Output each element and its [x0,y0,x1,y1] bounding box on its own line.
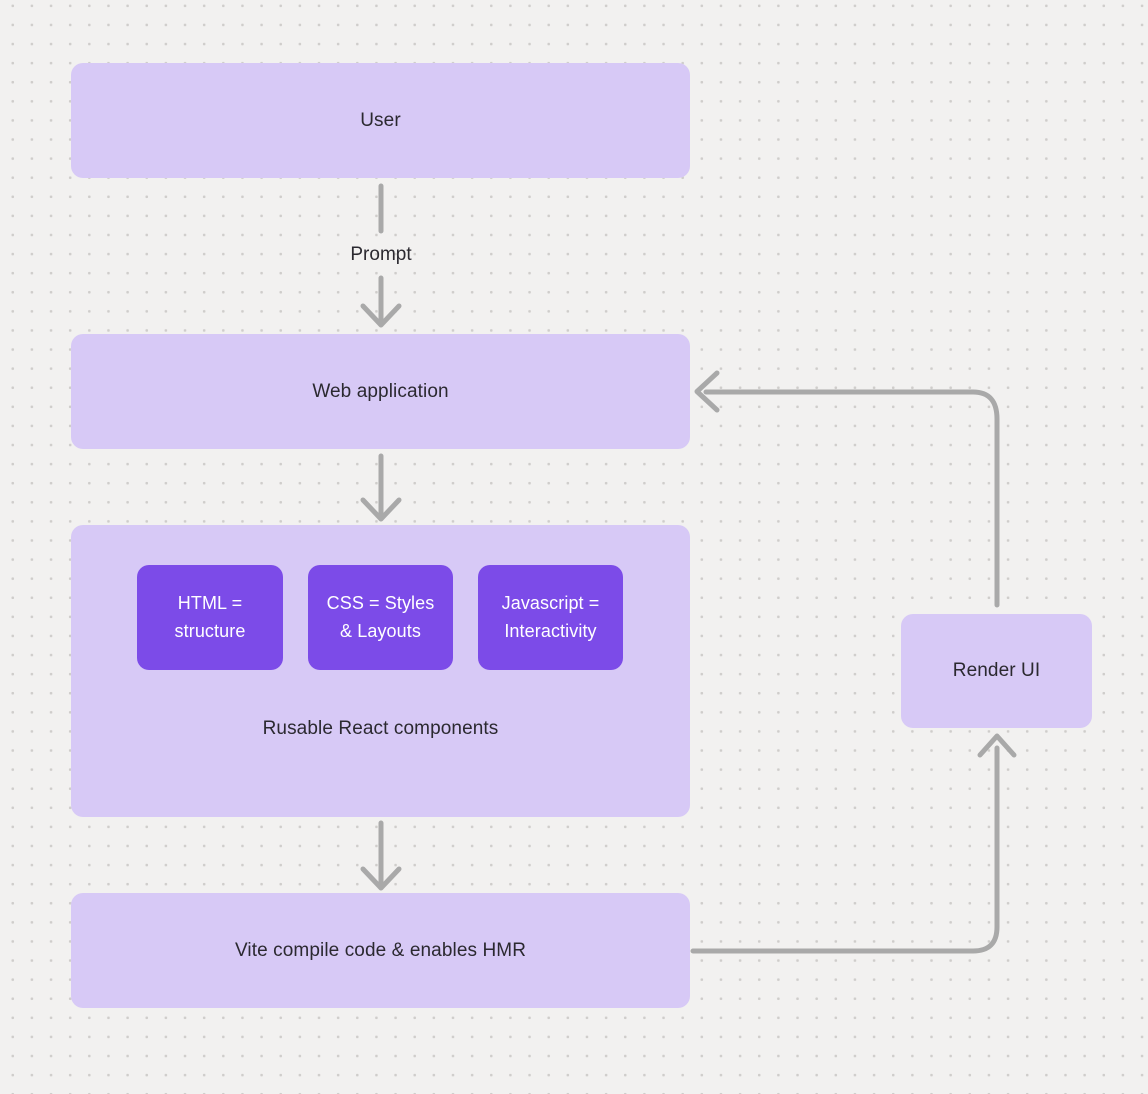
chip-css-label: CSS = Styles & Layouts [326,592,435,641]
node-vite[interactable]: Vite compile code & enables HMR [71,893,690,1008]
node-user[interactable]: User [71,63,690,178]
edge-webapp-to-group-arrow[interactable] [360,453,402,522]
edge-user-to-webapp-arrow[interactable] [360,275,402,328]
node-web-application-label: Web application [312,380,449,402]
components-group-caption: Rusable React components [262,718,499,739]
edge-label-prompt: Prompt [350,244,412,265]
node-components-group[interactable]: HTML = structure CSS = Styles & Layouts … [71,525,690,817]
edge-group-to-vite-arrow[interactable] [360,820,402,891]
chip-javascript[interactable]: Javascript = Interactivity [478,565,623,670]
edge-vite-to-renderui-arrow[interactable] [690,733,1017,954]
chip-html-label: HTML = structure [174,592,246,641]
chip-javascript-label: Javascript = Interactivity [501,592,600,641]
node-user-label: User [360,109,401,131]
node-vite-label: Vite compile code & enables HMR [234,939,527,961]
node-web-application[interactable]: Web application [71,334,690,449]
edge-renderui-to-webapp-arrow[interactable] [694,370,1000,608]
node-render-ui[interactable]: Render UI [901,614,1092,728]
node-render-ui-label: Render UI [952,660,1041,681]
chip-html[interactable]: HTML = structure [137,565,283,670]
chip-css[interactable]: CSS = Styles & Layouts [308,565,453,670]
